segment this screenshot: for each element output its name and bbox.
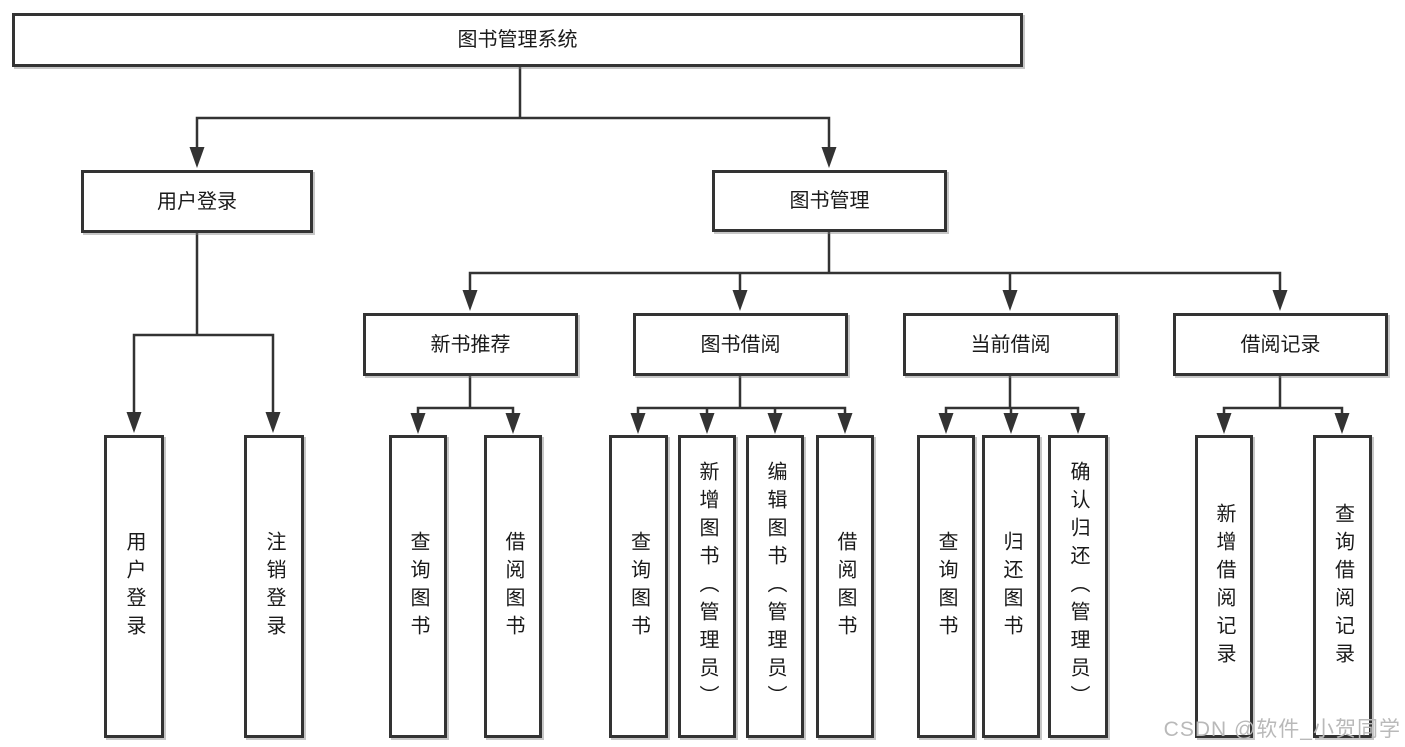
connector-user-login-bar [132,333,275,412]
leaf-user-login: 用户登录 [104,435,164,738]
node-label: 图书管理系统 [457,29,578,51]
leaf-label: 新增借阅记录 [1213,502,1235,671]
leaf-query-borrow-record: 查询借阅记录 [1313,435,1372,738]
node-label: 图书借阅 [700,333,781,356]
node-root-library-system: 图书管理系统 [12,13,1023,67]
leaf-add-borrow-record: 新增借阅记录 [1195,435,1253,738]
node-user-login: 用户登录 [81,170,313,233]
connector-book-management-bar [468,271,1282,291]
leaf-label: 确认归还（管理员） [1067,460,1089,713]
leaf-label: 注销登录 [263,530,285,643]
leaf-borrow-book-1: 借阅图书 [484,435,542,738]
leaf-label: 查询借阅记录 [1331,502,1354,671]
leaf-label: 新增图书（管理员） [696,460,718,713]
node-label: 图书管理 [789,190,870,212]
arrowheads [126,147,1350,434]
leaf-confirm-return-admin: 确认归还（管理员） [1048,435,1108,738]
leaf-return-book: 归还图书 [982,435,1040,738]
connector-root-bar [195,116,831,147]
leaf-label: 查询图书 [407,530,429,643]
node-current-borrow: 当前借阅 [903,313,1118,376]
leaf-borrow-book-2: 借阅图书 [816,435,874,738]
node-new-book-recommend: 新书推荐 [363,313,578,376]
node-label: 借阅记录 [1240,333,1321,356]
leaf-label: 编辑图书（管理员） [764,460,786,713]
node-borrow-record: 借阅记录 [1173,313,1388,376]
leaf-label: 归还图书 [1000,530,1022,643]
node-book-management: 图书管理 [712,170,947,232]
leaf-label: 查询图书 [627,530,650,643]
leaf-add-book-admin: 新增图书（管理员） [678,435,736,738]
leaf-query-book-3: 查询图书 [917,435,975,738]
node-book-borrow: 图书借阅 [633,313,848,376]
leaf-label: 查询图书 [935,530,957,643]
leaf-label: 借阅图书 [834,530,856,643]
node-label: 当前借阅 [970,333,1051,356]
node-label: 用户登录 [157,190,237,213]
leaf-label: 用户登录 [123,530,145,643]
leaf-query-book-2: 查询图书 [609,435,668,738]
node-label: 新书推荐 [430,333,511,356]
leaf-label: 借阅图书 [502,530,524,643]
leaf-logout: 注销登录 [244,435,304,738]
csdn-watermark: CSDN @软件_小贺同学 [1163,718,1401,741]
leaf-edit-book-admin: 编辑图书（管理员） [746,435,804,738]
leaf-query-book-1: 查询图书 [389,435,447,738]
